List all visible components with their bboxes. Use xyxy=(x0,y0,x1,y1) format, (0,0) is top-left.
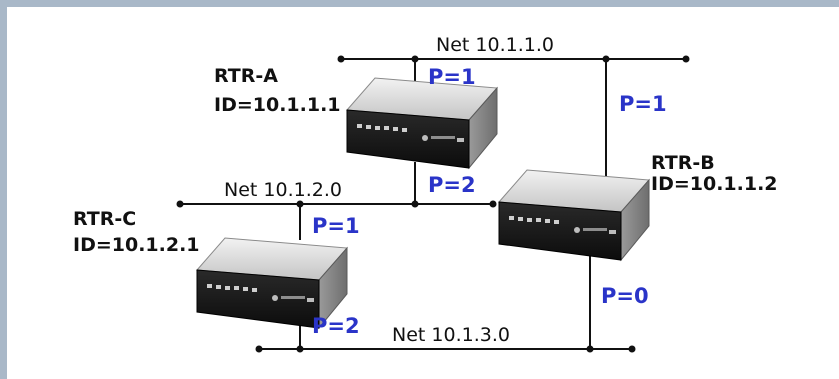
net-10-1-1-0-label: Net 10.1.1.0 xyxy=(436,34,554,56)
router-links xyxy=(299,59,607,349)
rtr-a-name: RTR-A xyxy=(214,65,278,87)
frame-top-border xyxy=(0,0,839,7)
priority-rtr-c-net3: P=2 xyxy=(312,314,360,338)
net-10-1-2-0-label: Net 10.1.2.0 xyxy=(224,179,342,201)
priority-rtr-a-net2: P=2 xyxy=(428,173,476,197)
rtr-c-id: ID=10.1.2.1 xyxy=(73,234,200,256)
rtr-b-id: ID=10.1.1.2 xyxy=(651,173,778,195)
net-10-1-3-0-line xyxy=(255,345,636,353)
priority-rtr-a-net1: P=1 xyxy=(428,65,476,89)
frame-left-border xyxy=(0,0,7,379)
net-10-1-2-0-line xyxy=(176,200,497,208)
rtr-a-id: ID=10.1.1.1 xyxy=(214,94,341,116)
net-10-1-3-0-label: Net 10.1.3.0 xyxy=(392,324,510,346)
priority-rtr-c-net2: P=1 xyxy=(312,214,360,238)
priority-rtr-b-net3: P=0 xyxy=(601,284,649,308)
priority-rtr-b-net1: P=1 xyxy=(619,92,667,116)
rtr-b-name: RTR-B xyxy=(651,152,715,174)
rtr-b-device xyxy=(498,169,650,261)
rtr-a-device xyxy=(346,77,498,169)
net-10-1-1-0-line xyxy=(337,55,690,63)
rtr-c-name: RTR-C xyxy=(73,208,136,230)
